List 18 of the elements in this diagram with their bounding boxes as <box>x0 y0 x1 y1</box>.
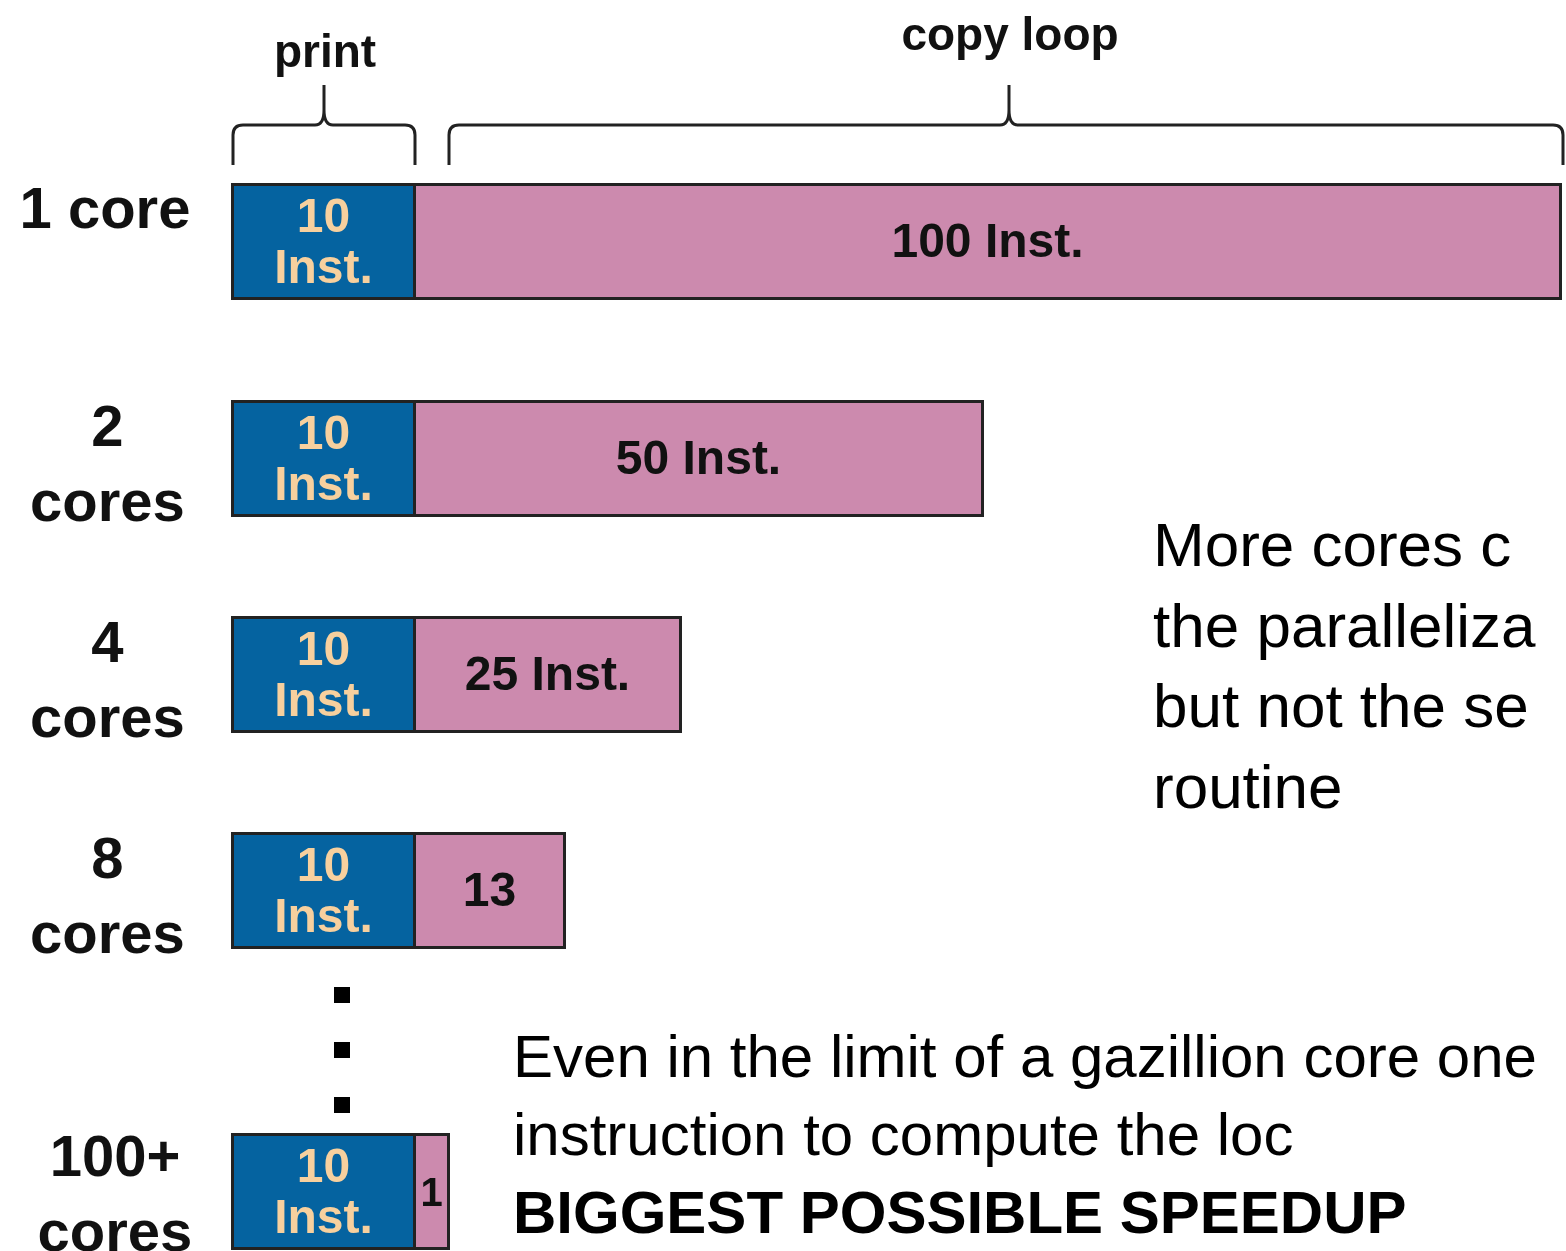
bracket-label: print <box>272 24 378 79</box>
copy-loop-segment-bar: 25 Inst. <box>413 616 682 733</box>
copy-loop-segment-bar: 13 <box>413 832 566 949</box>
row-label: 1 core <box>18 174 192 242</box>
row-label: 2 cores <box>29 392 186 536</box>
note-text: Even in the limit of a gazillion core one instruction to compute the loc BIGGEST POSSIBLE SPEEDUP <box>513 1022 1538 1248</box>
print-segment-bar: 10 Inst. <box>231 616 416 733</box>
bracket-label: copy loop <box>900 7 1120 62</box>
print-segment-bar: 10 Inst. <box>231 1133 416 1250</box>
copy-loop-segment-bar: 1 <box>413 1133 450 1250</box>
print-segment-bar: 10 Inst. <box>231 183 416 300</box>
copy-loop-segment-bar: 100 Inst. <box>413 183 1562 300</box>
copy-loop-segment-bar: 50 Inst. <box>413 400 984 517</box>
print-segment-bar: 10 Inst. <box>231 400 416 517</box>
print-segment-bar: 10 Inst. <box>231 832 416 949</box>
note-text: More cores c the paralleliza but not the se routine <box>1153 509 1537 823</box>
row-label: 4 cores <box>29 608 186 752</box>
row-label: 8 cores <box>29 824 186 968</box>
